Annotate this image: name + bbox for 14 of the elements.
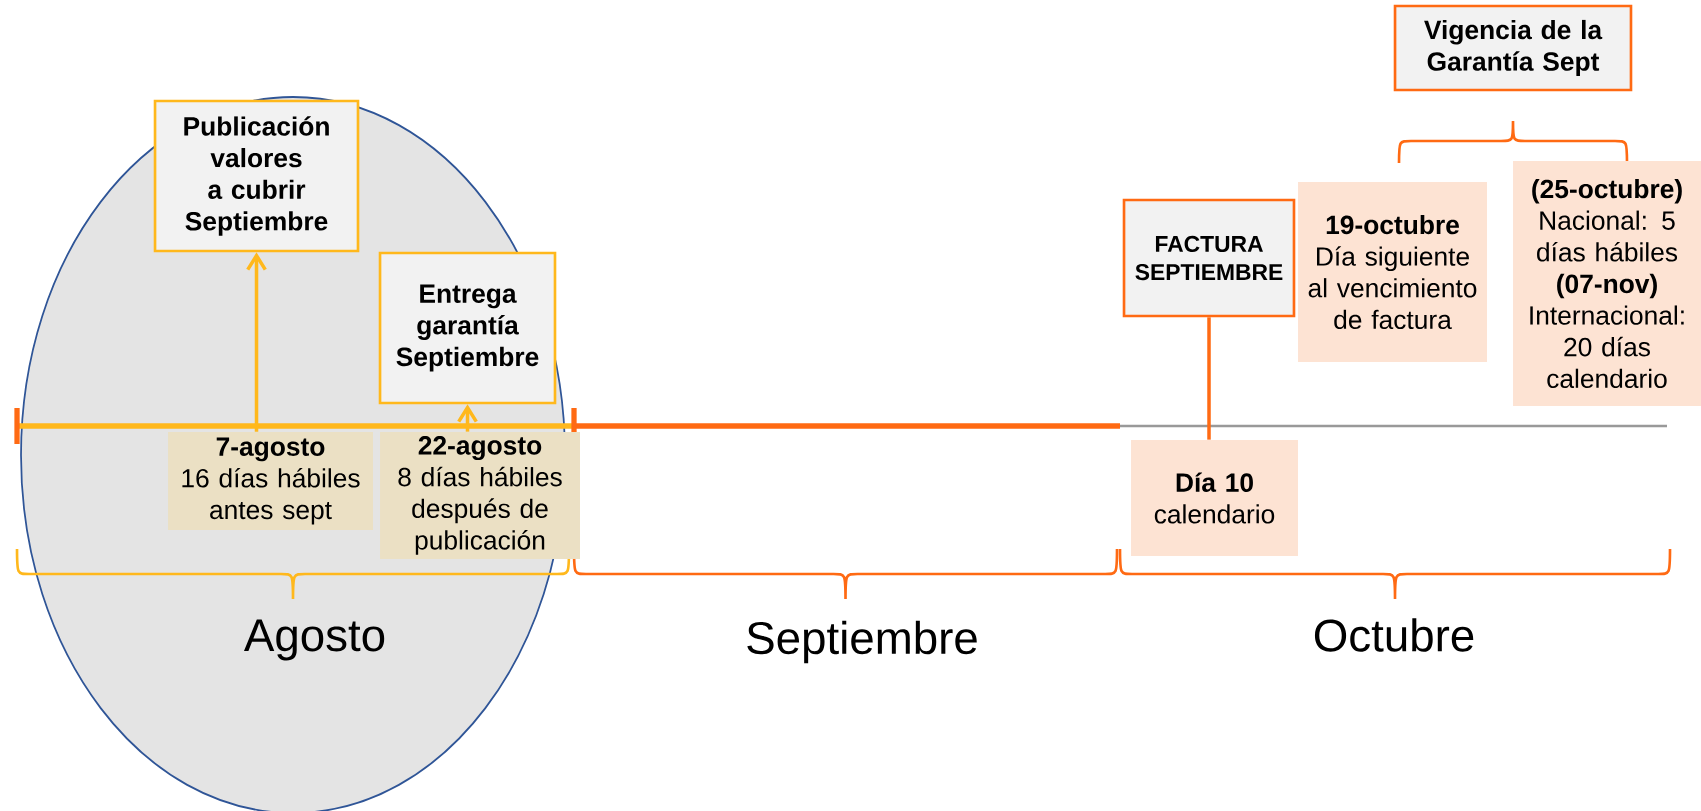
arrow xyxy=(246,252,267,432)
event-box: FACTURA SEPTIEMBRE xyxy=(1122,198,1296,318)
month-label: Septiembre xyxy=(747,620,977,664)
month-label: Agosto xyxy=(244,619,385,661)
month-label: Octubre xyxy=(1314,618,1474,652)
arrow xyxy=(457,404,478,432)
date-box: 22-agosto 8 días hábiles después de publicación xyxy=(380,432,580,559)
title-box: Vigencia de la Garantía Sept xyxy=(1393,4,1633,92)
date-box: Día 10 calendario xyxy=(1131,440,1298,556)
event-box: Publicación valores a cubrir Septiembre xyxy=(153,99,360,253)
date-box: (25-octubre) Nacional: 5 días hábiles (07-nov) Internacional: 20 días calendario xyxy=(1513,161,1701,406)
date-box: 19-octubre Día siguiente al vencimiento de factura xyxy=(1298,182,1487,362)
date-box: 7-agosto 16 días hábiles antes sept xyxy=(168,432,373,530)
event-box: Entrega garantía Septiembre xyxy=(378,251,557,405)
